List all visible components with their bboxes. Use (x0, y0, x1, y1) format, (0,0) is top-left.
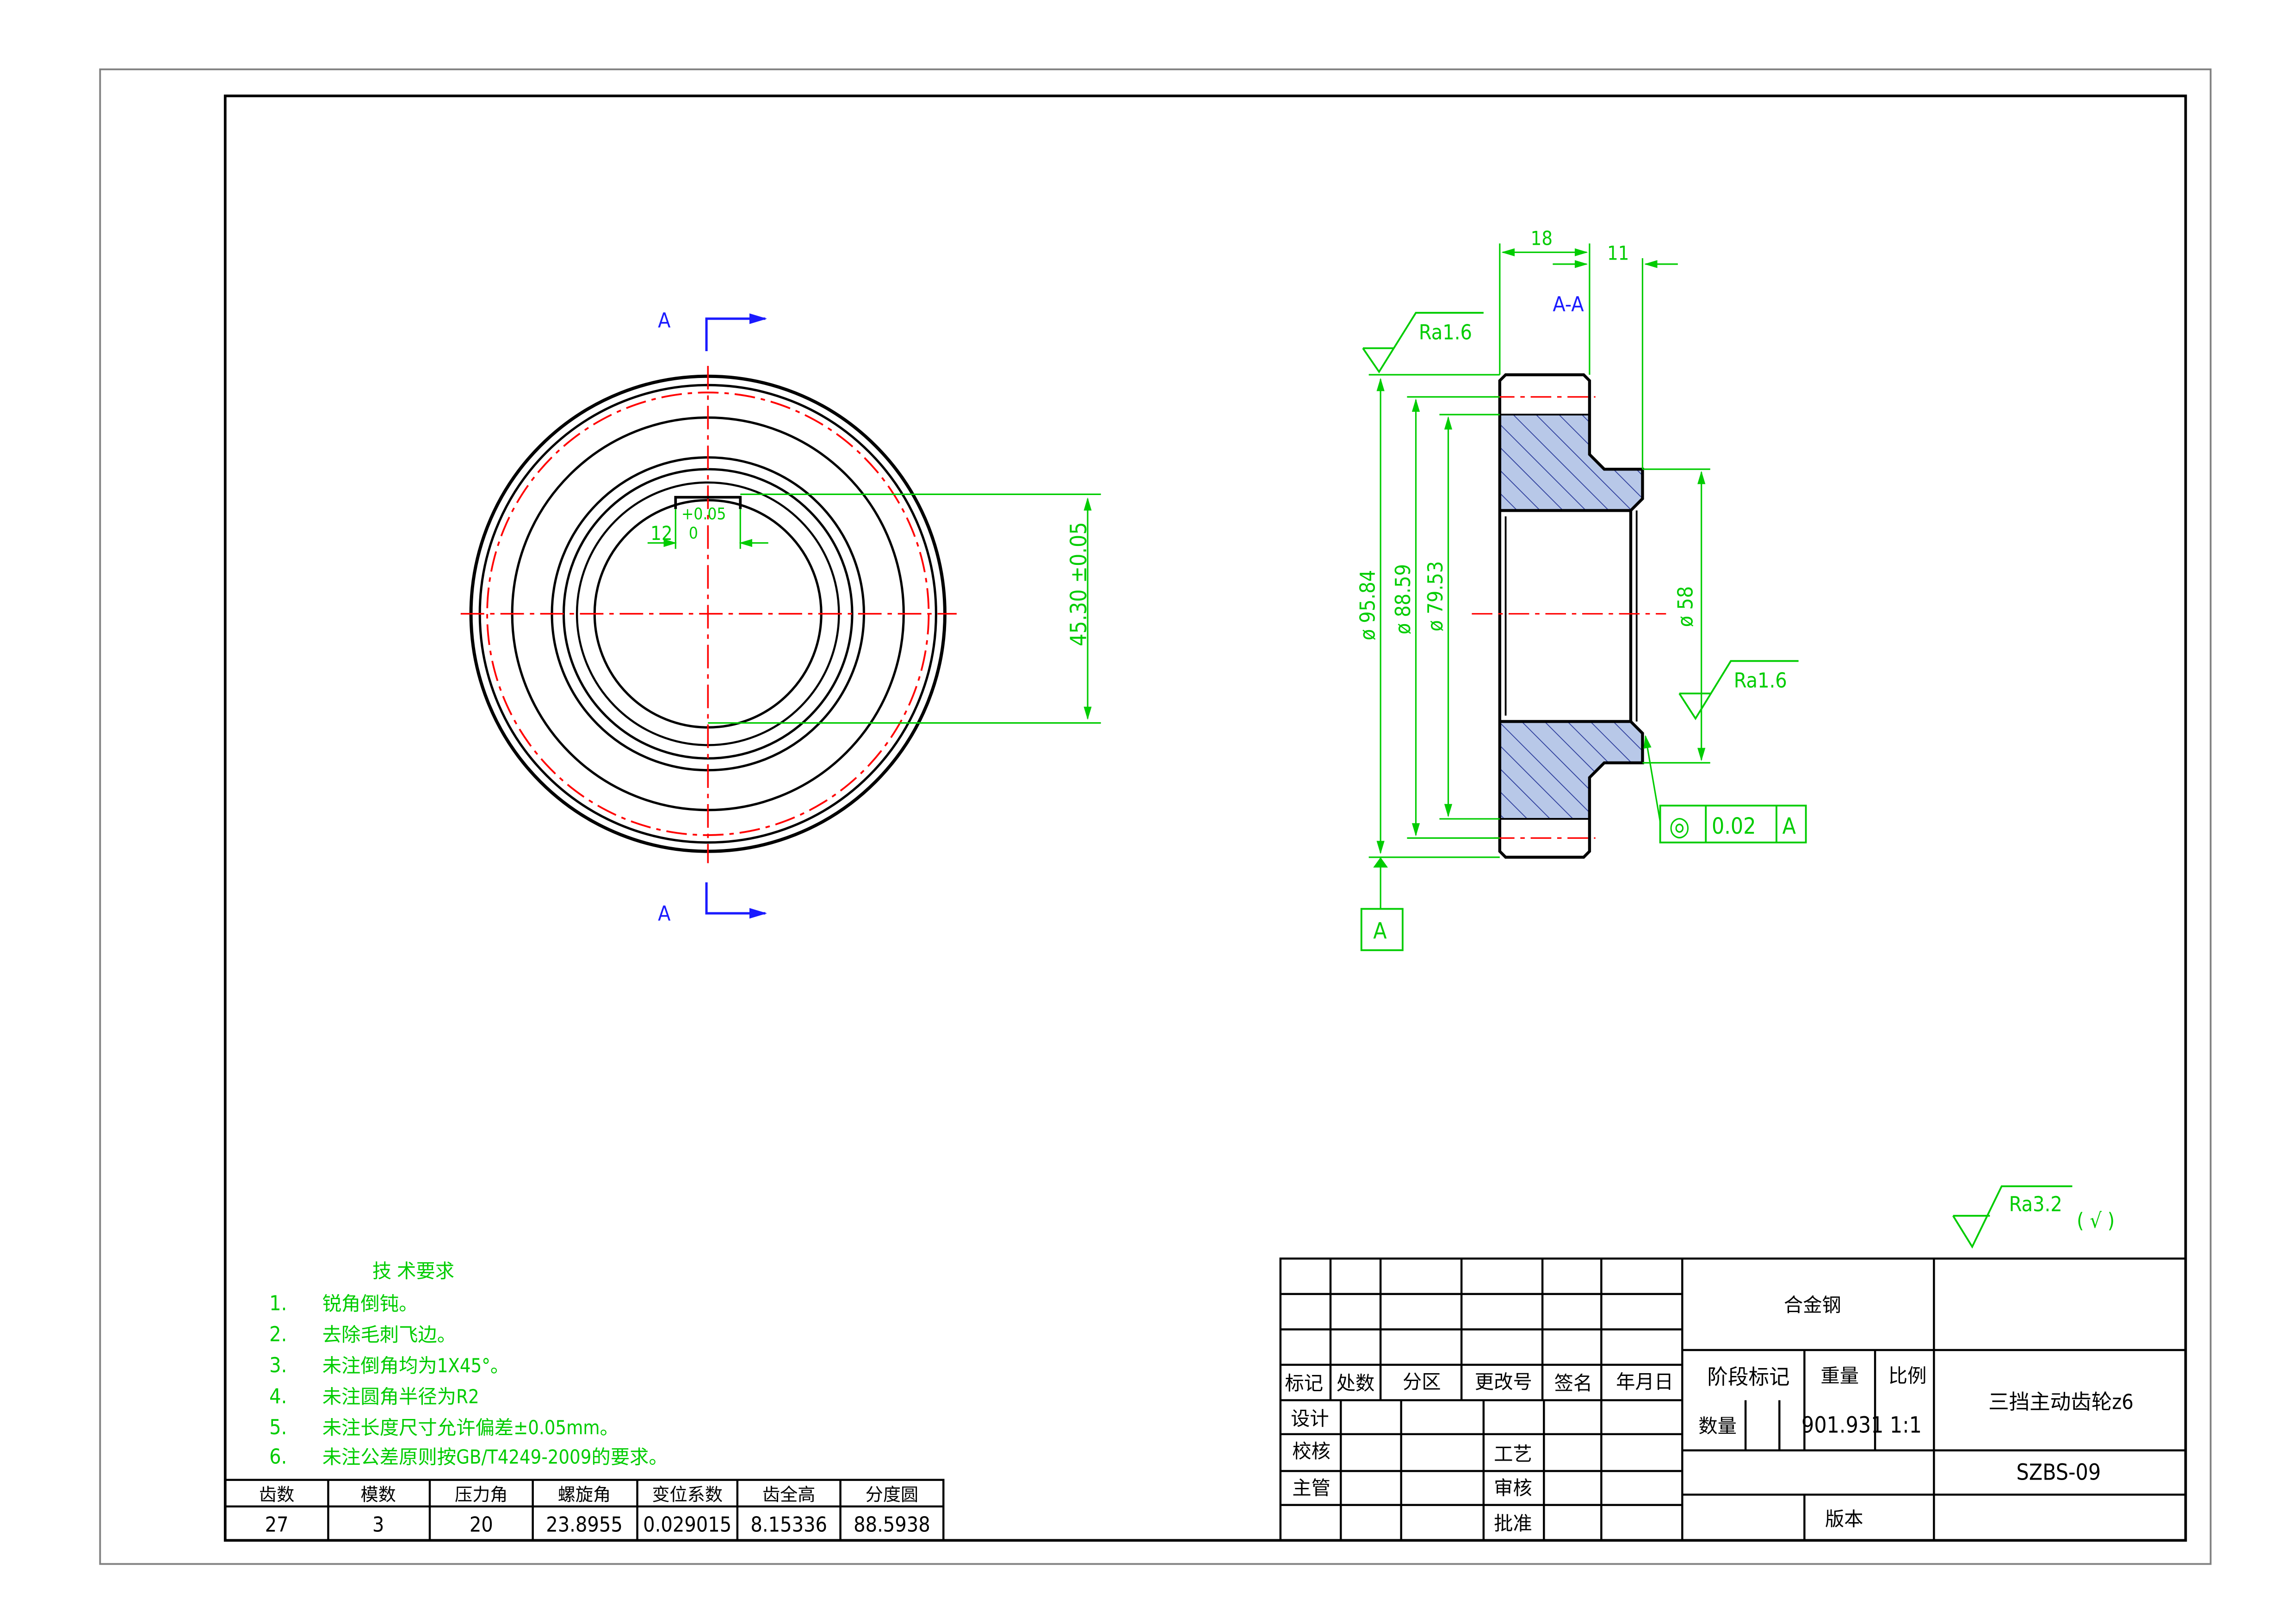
tb-drawing-number: SZBS-09 (2017, 1460, 2101, 1486)
tech-item-3-num: 3. (269, 1353, 287, 1377)
datum-a: A (1360, 857, 1404, 951)
keyway-height-label: 45.30 ±0.05 (1066, 522, 1092, 646)
width-flange-label: 11 (1607, 242, 1629, 264)
keyway-width-dimension (647, 509, 768, 549)
section-letter-bottom: A (658, 902, 671, 926)
gear-header-shift-coefficient: 变位系数 (652, 1485, 723, 1505)
gear-header-module: 模数 (360, 1485, 396, 1505)
section-letter-top: A (658, 309, 671, 333)
tb-weight-value: 901.931 (1801, 1413, 1883, 1438)
tech-item-5-num: 5. (269, 1415, 287, 1439)
keyway-width-label: 12 (650, 522, 672, 545)
technical-requirements: 技 术要求 1. 锐角倒钝。 2. 去除毛刺飞边。 3. 未注倒角均为1X45°… (269, 1260, 668, 1469)
tb-stage-label: 阶段标记 (1707, 1365, 1789, 1389)
tolerance-value: 0.02 (1712, 814, 1756, 839)
gear-value-module: 3 (372, 1512, 384, 1536)
tolerance-datum: A (1782, 814, 1796, 839)
width-dimensions (1499, 243, 1678, 470)
outer-border (99, 68, 2212, 1565)
coaxiality-symbol: ◎ (1669, 811, 1690, 842)
gear-header-teeth: 齿数 (259, 1485, 294, 1505)
gear-value-pressure-angle: 20 (470, 1512, 493, 1536)
general-roughness-suffix: ( √ ) (2077, 1208, 2115, 1233)
tech-item-2-num: 2. (269, 1322, 287, 1346)
tb-version-label: 版本 (1825, 1508, 1863, 1530)
tb-material: 合金钢 (1784, 1294, 1841, 1316)
section-cut-top: A (658, 309, 767, 352)
tb-count-label: 处数 (1337, 1372, 1375, 1394)
general-roughness-label: Ra3.2 (2009, 1192, 2062, 1216)
roughness-outer-label: Ra1.6 (1419, 320, 1472, 344)
roughness-bore-symbol (1678, 660, 1799, 720)
tb-zone-label: 分区 (1403, 1371, 1441, 1393)
tb-check-label: 校核 (1292, 1440, 1331, 1462)
tb-supervisor-label: 主管 (1292, 1477, 1331, 1499)
bore-diameter-label: ø 58 (1674, 586, 1698, 627)
center-lines (460, 365, 957, 863)
section-view-title: A-A (1553, 292, 1584, 316)
gear-value-pitch-circle: 88.5938 (854, 1512, 930, 1536)
gear-header-tooth-depth: 齿全高 (762, 1485, 816, 1505)
coaxiality-tolerance-frame: ◎ 0.02 A (1643, 735, 1807, 843)
keyway-tol-lower: 0 (689, 524, 698, 543)
tb-design-label: 设计 (1291, 1408, 1329, 1430)
roughness-outer-symbol (1362, 312, 1484, 374)
diameter-88-label: ø 88.59 (1391, 564, 1415, 634)
tech-item-4-text: 未注圆角半径为R2 (322, 1386, 479, 1408)
section-cut-bottom: A (658, 882, 767, 926)
gear-value-shift-coefficient: 0.029015 (643, 1512, 731, 1536)
tb-review-label: 审核 (1494, 1477, 1532, 1499)
tb-change-no-label: 更改号 (1475, 1371, 1532, 1393)
keyway (674, 496, 742, 509)
gear-header-pitch-circle: 分度圆 (866, 1485, 919, 1505)
tech-item-6-num: 6. (269, 1445, 287, 1469)
tb-quantity-label: 数量 (1698, 1415, 1737, 1437)
tech-item-3-text: 未注倒角均为1X45°。 (322, 1355, 509, 1377)
inner-border (223, 94, 2187, 1542)
section-hatch-bottom (1499, 721, 1643, 819)
tech-item-4-num: 4. (269, 1384, 287, 1408)
width-hub-label: 18 (1531, 227, 1553, 249)
tb-scale-label: 比例 (1888, 1365, 1927, 1387)
tech-requirements-title: 技 术要求 (372, 1260, 454, 1282)
section-center-lines (1472, 396, 1666, 839)
gear-value-tooth-depth: 8.15336 (750, 1512, 827, 1536)
tb-part-name: 三挡主动齿轮z6 (1988, 1390, 2134, 1414)
tech-item-5-text: 未注长度尺寸允许偏差±0.05mm。 (322, 1417, 619, 1439)
front-view: 45.30 ±0.05 12 +0.05 0 A A (460, 309, 1101, 926)
tb-mark-label: 标记 (1285, 1372, 1323, 1394)
roughness-bore-label: Ra1.6 (1734, 669, 1787, 693)
gear-header-pressure-angle: 压力角 (455, 1485, 508, 1505)
diameter-dimensions (1368, 374, 1710, 858)
tb-date-label: 年月日 (1616, 1371, 1673, 1393)
section-view: A-A 18 11 (1355, 227, 1807, 951)
diameter-95-label: ø 95.84 (1355, 570, 1380, 640)
general-roughness: Ra3.2 ( √ ) (1952, 1185, 2115, 1249)
gear-value-teeth: 27 (265, 1512, 289, 1536)
gear-table-value-row: 27 3 20 23.8955 0.029015 8.15336 88.5938 (265, 1512, 930, 1536)
tb-sign-label: 签名 (1554, 1372, 1593, 1394)
tech-item-2-text: 去除毛刺飞边。 (322, 1324, 456, 1346)
keyway-height-dimension (708, 493, 1101, 724)
tech-item-6-text: 未注公差原则按GB/T4249-2009的要求。 (322, 1446, 668, 1468)
sheet-frame (99, 68, 2212, 1565)
tech-item-1-num: 1. (269, 1291, 287, 1315)
gear-header-helix-angle: 螺旋角 (558, 1485, 611, 1505)
section-hatch-top (1499, 415, 1643, 511)
gear-value-helix-angle: 23.8955 (546, 1512, 623, 1536)
tb-process-label: 工艺 (1494, 1443, 1532, 1465)
keyway-tol-upper: +0.05 (681, 505, 726, 524)
section-outline (1498, 373, 1644, 859)
title-block: 标记 处数 分区 更改号 签名 年月日 设计 校核 主管 工艺 审核 批准 合金… (1279, 1258, 2187, 1542)
tb-approve-label: 批准 (1494, 1512, 1532, 1535)
gear-table-header-row: 齿数 模数 压力角 螺旋角 变位系数 齿全高 分度圆 (259, 1485, 918, 1505)
diameter-79-label: ø 79.53 (1423, 561, 1448, 632)
tb-weight-label: 重量 (1820, 1365, 1859, 1387)
tb-scale-value: 1:1 (1890, 1413, 1922, 1438)
tech-item-1-text: 锐角倒钝。 (322, 1293, 418, 1315)
datum-a-label: A (1373, 918, 1387, 944)
gear-parameter-table: 齿数 模数 压力角 螺旋角 变位系数 齿全高 分度圆 27 3 20 23.89… (224, 1479, 945, 1542)
